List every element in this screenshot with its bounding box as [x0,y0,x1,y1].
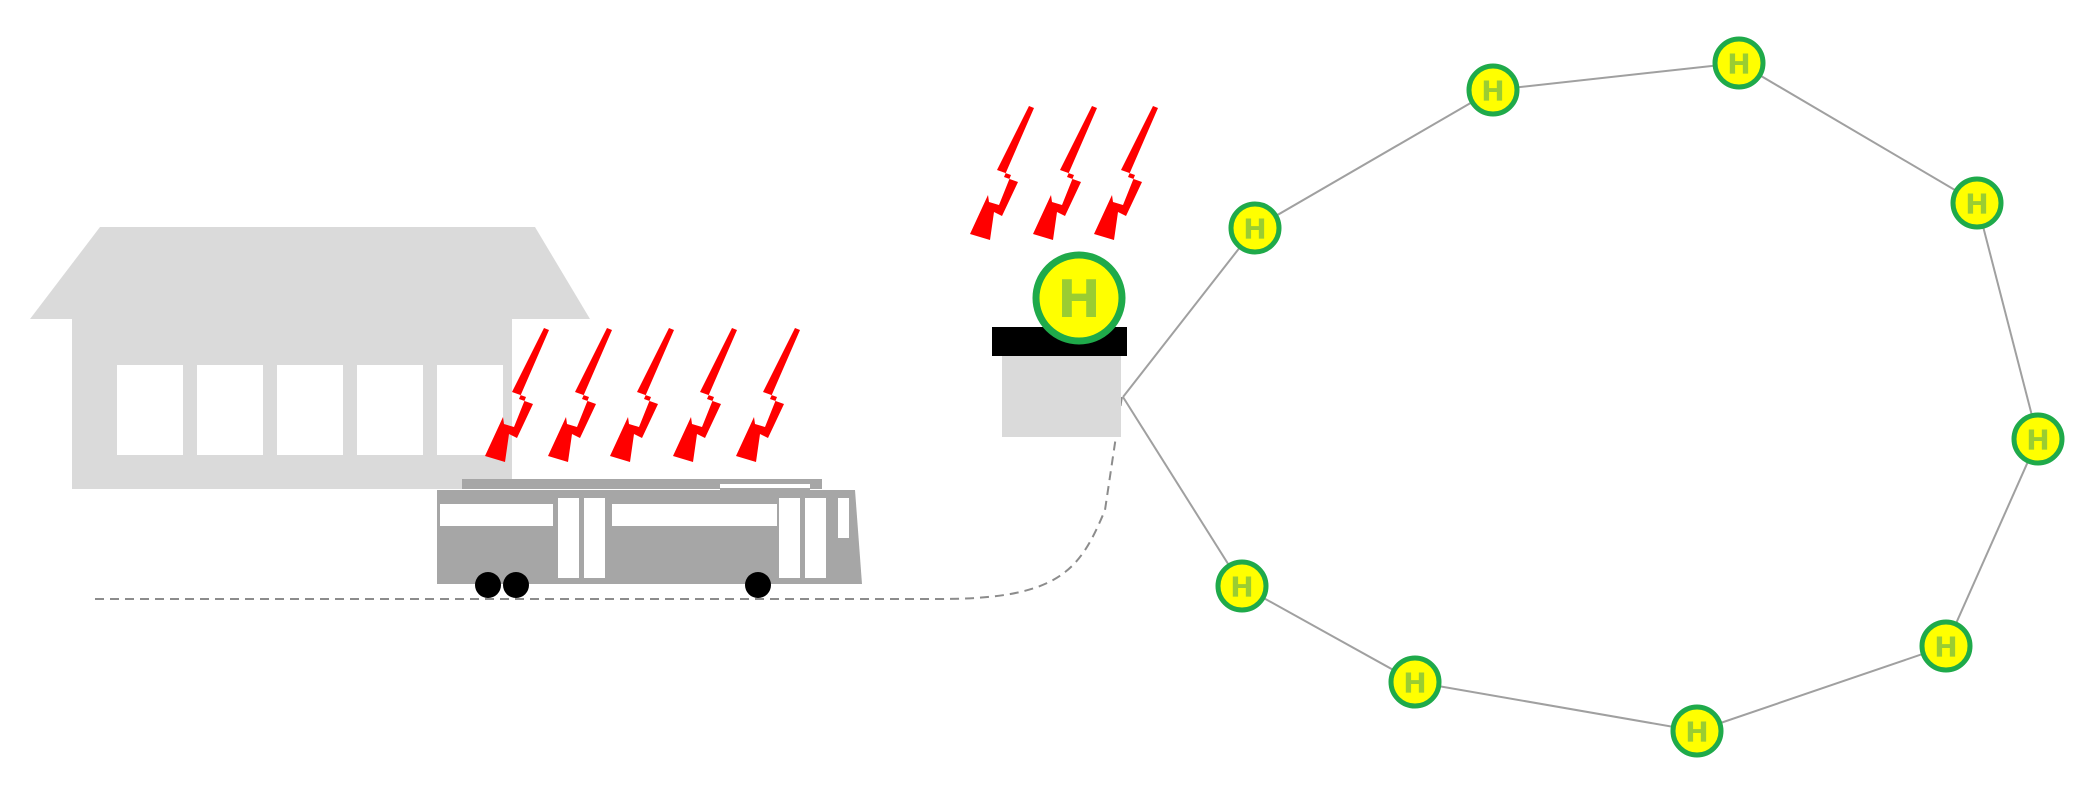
route-stop-letter: H [1230,571,1253,604]
route-segment [1976,202,2039,440]
route-segment [1492,62,1740,91]
lightning-bolt-icon [736,328,800,462]
charging-station-icon [992,327,1127,437]
route-segment [1241,585,1416,683]
route-stop-letter: H [1934,631,1957,664]
route-segment [1414,681,1698,732]
lightning-bolt-icon [970,106,1034,240]
lightning-bolt-icon [1094,106,1158,240]
lightning-bolt-icon [1033,106,1097,240]
route-stop-letter: H [1727,48,1750,81]
route-segment [1945,438,2039,647]
route-segment [1254,89,1494,229]
bus-stop-h-icon: H [1919,619,1973,673]
lightning-bolt-icon [548,328,612,462]
bus-stop-h-icon: H [1388,655,1442,709]
route-segment [1122,396,1243,587]
bus-stop-h-icon: H [1712,36,1766,90]
route-segment [1122,227,1256,398]
terminal-stop-letter: H [1057,270,1101,330]
bus-stop-h-icon: H [1466,63,1520,117]
route-stop-letter: H [1965,188,1988,221]
bus-stop-h-icon: H [1950,176,2004,230]
route-stop-letter: H [1243,213,1266,246]
bus-stop-h-icon: H [1215,559,1269,613]
lightning-bolt-icon [610,328,674,462]
route-stop-letter: H [1481,75,1504,108]
route-stop-letter: H [2026,424,2049,457]
bus-stop-h-icon: H [2011,412,2065,466]
route-stops: H H H H H H H H H [1215,36,2065,758]
terminal-charging-bolts [970,106,1158,240]
route-stop-letter: H [1403,667,1426,700]
route-segment [1738,62,1978,204]
electric-bus-icon [437,479,862,598]
terminal-bus-stop-icon: H [1032,251,1126,345]
depot-charging-bolts [485,328,800,462]
bus-depot-icon [30,227,590,489]
route-segment [1696,645,1947,732]
lightning-bolt-icon [673,328,737,462]
route-loop-lines [1122,62,2039,732]
bus-stop-h-icon: H [1228,201,1282,255]
bus-stop-h-icon: H [1670,704,1724,758]
route-stop-letter: H [1685,716,1708,749]
depot-to-terminal-dashed-path [95,395,1123,600]
